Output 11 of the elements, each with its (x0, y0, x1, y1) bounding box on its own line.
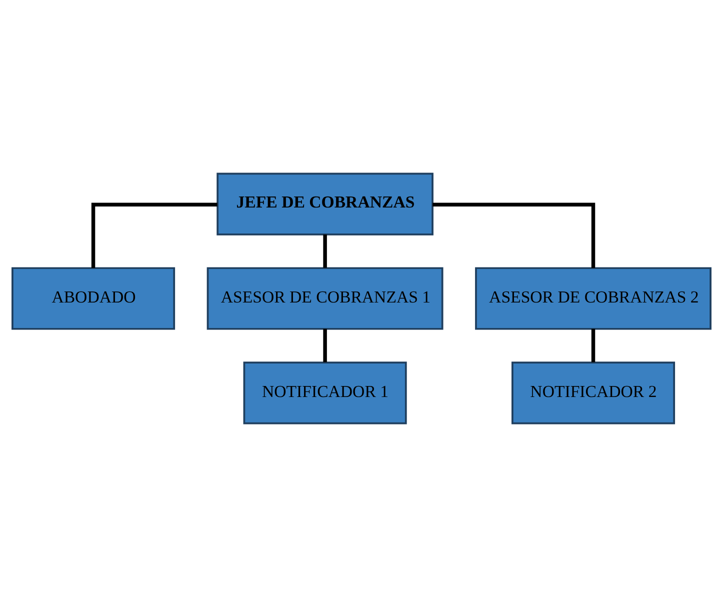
connector (91, 202, 218, 268)
connector (432, 202, 596, 268)
node-box: NOTIFICADOR 2 (512, 362, 676, 424)
node-box: ASESOR DE COBRANZAS 1 (206, 267, 444, 330)
node-box: JEFE DE COBRANZAS (216, 172, 434, 236)
connector (323, 328, 327, 362)
connector (591, 328, 596, 362)
node-box: ABODADO (12, 267, 176, 330)
connector (323, 234, 327, 268)
node-box: ASESOR DE COBRANZAS 2 (475, 267, 712, 330)
node-box: NOTIFICADOR 1 (243, 362, 407, 424)
